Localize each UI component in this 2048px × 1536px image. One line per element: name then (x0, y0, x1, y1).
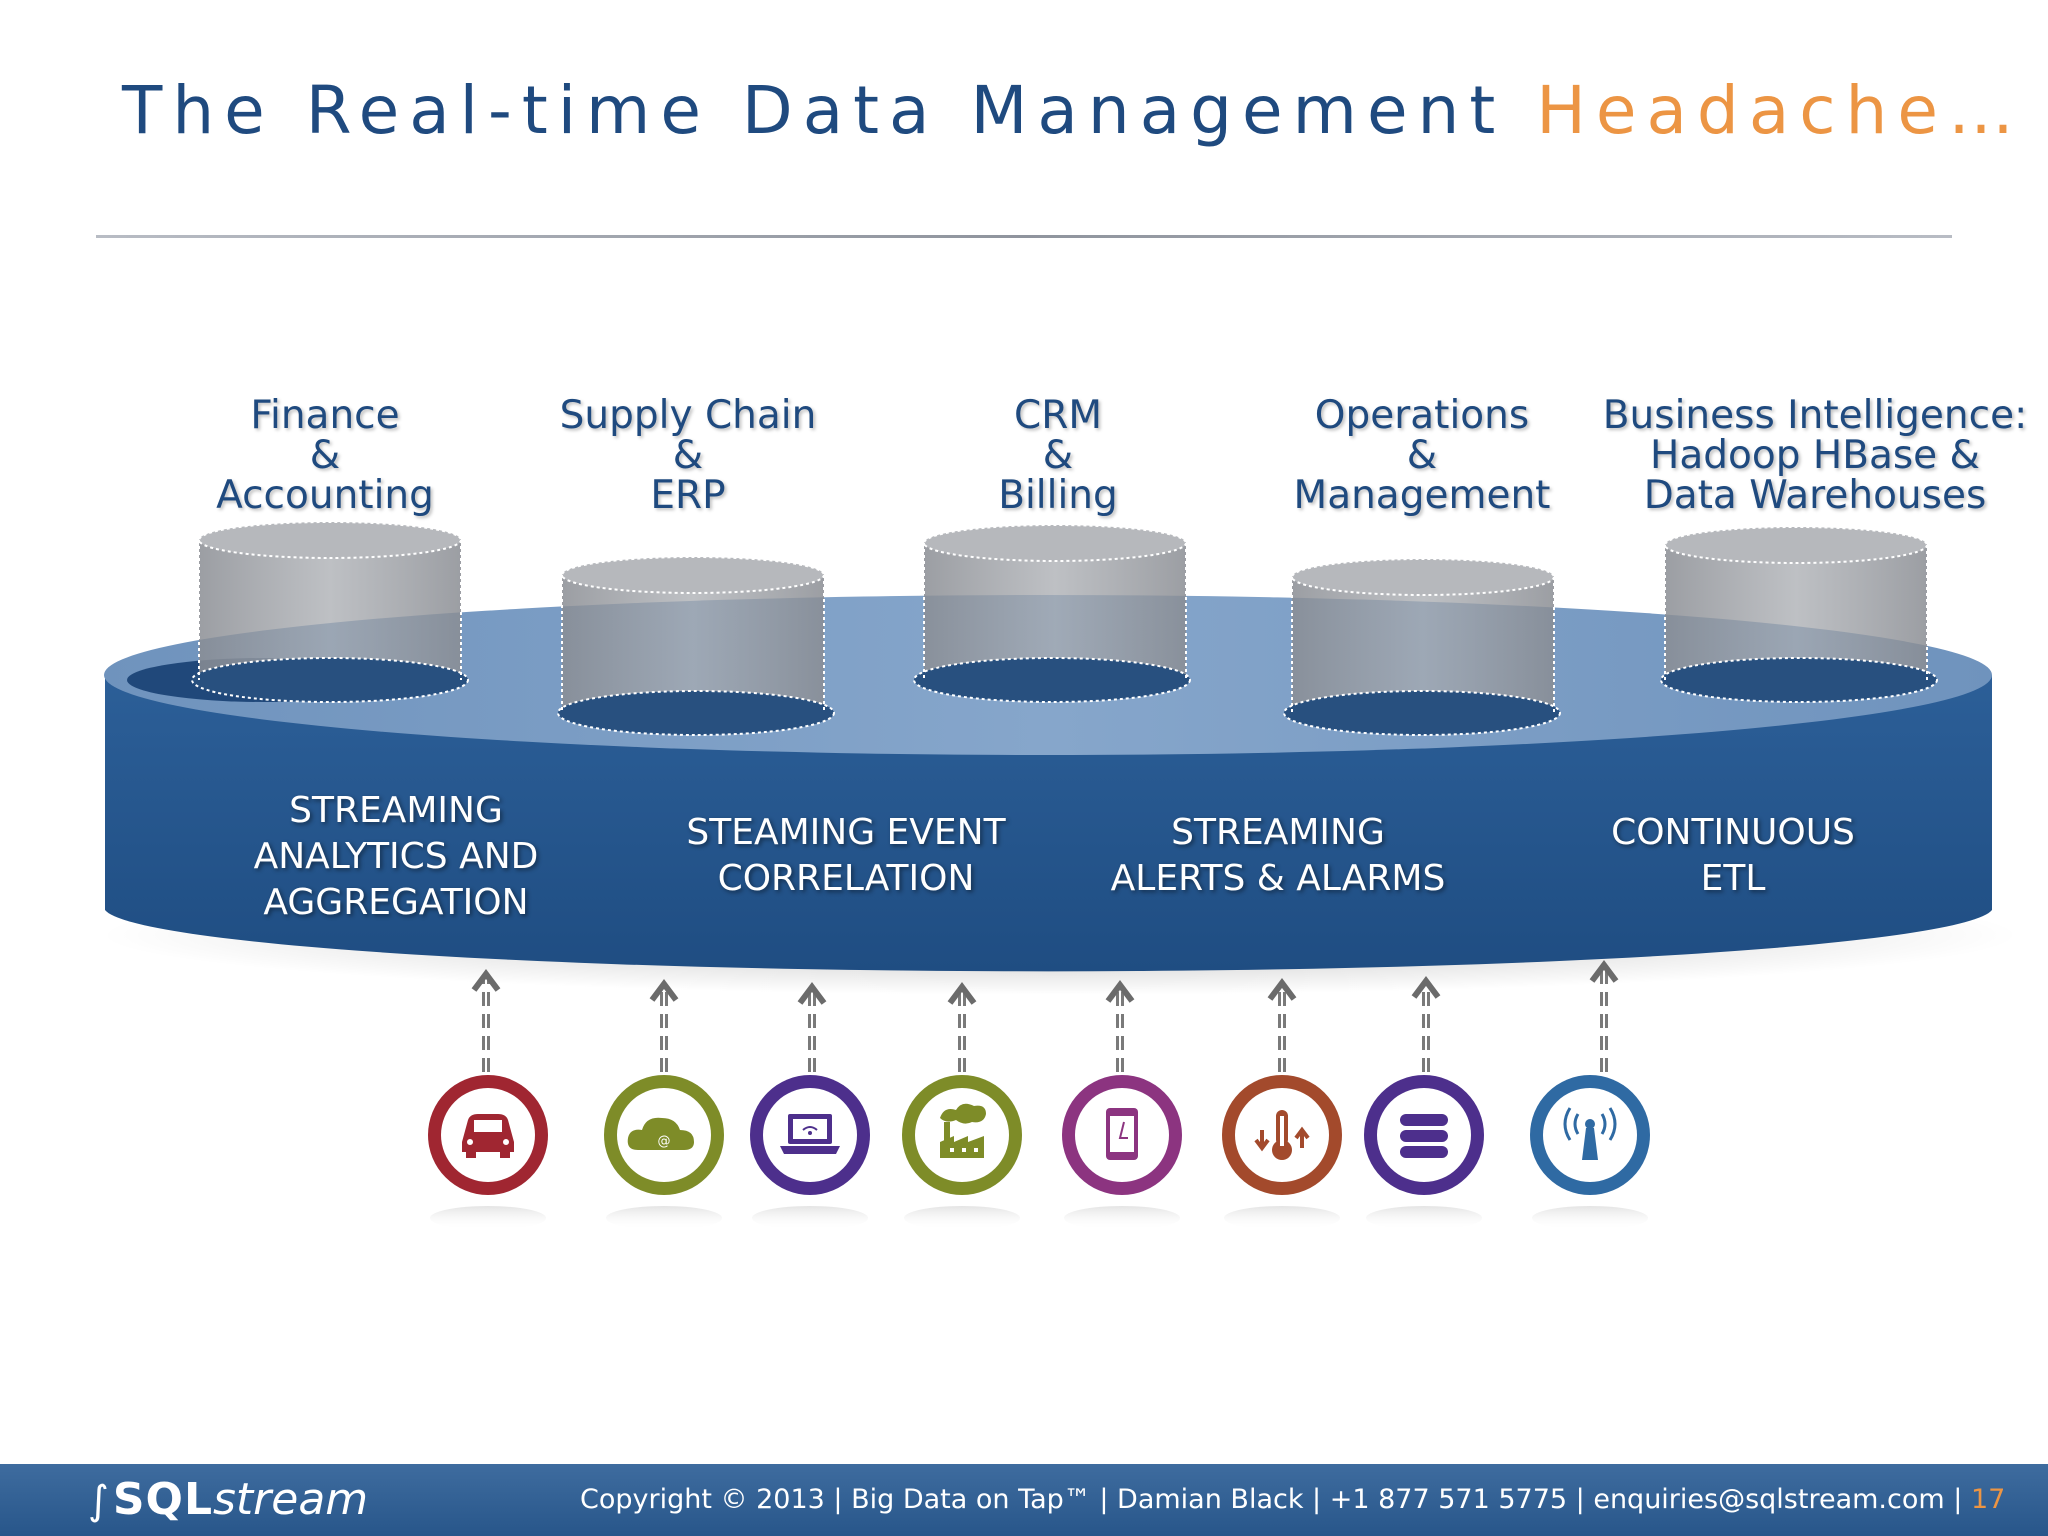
source-arrows (471, 960, 1619, 1072)
database-cylinders (127, 521, 1938, 736)
smartphone-icon (1062, 1075, 1182, 1230)
sqlstream-logo: ∫SQLstream (88, 1474, 369, 1525)
db-label-supply-chain: Supply Chain & ERP (559, 393, 817, 518)
thermometer-icon (1222, 1075, 1342, 1230)
source-icons: @ (428, 1075, 1650, 1230)
function-streaming-analytics: STREAMING ANALYTICS AND AGGREGATION (253, 790, 539, 923)
antenna-icon (1530, 1075, 1650, 1230)
slide-title: The Real-time Data Management Headache… (122, 72, 2024, 149)
function-event-correlation: STEAMING EVENT CORRELATION (686, 812, 1006, 899)
arrow-laptop (797, 982, 827, 1072)
arrow-cloud (649, 979, 679, 1072)
database-stack-icon (1364, 1075, 1484, 1230)
footer-bar: ∫SQLstream Copyright © 2013 | Big Data o… (0, 1464, 2048, 1536)
factory-icon (902, 1075, 1022, 1230)
car-icon (428, 1075, 548, 1230)
db-label-finance: Finance & Accounting (216, 393, 434, 518)
platform-side (105, 675, 1992, 972)
laptop-wifi-icon (750, 1075, 870, 1230)
db-label-business-intelligence: Business Intelligence: Hadoop HBase & Da… (1602, 393, 2028, 518)
footer-copyright: Copyright © 2013 | Big Data on Tap™ | Da… (580, 1484, 1963, 1515)
footer-text: Copyright © 2013 | Big Data on Tap™ | Da… (580, 1484, 2005, 1515)
title-divider (96, 235, 1952, 238)
database-cylinder-operations (1283, 558, 1561, 736)
title-accent: Headache… (1536, 72, 2024, 149)
db-label-crm: CRM & Billing (998, 393, 1118, 518)
cloud-email-icon: @ (604, 1075, 724, 1230)
database-cylinder-crm (913, 524, 1191, 703)
title-main: The Real-time Data Management (122, 72, 1506, 149)
function-continuous-etl: CONTINUOUS ETL (1611, 812, 1855, 899)
page-number: 17 (1970, 1484, 2006, 1515)
db-label-operations: Operations & Management (1293, 393, 1551, 518)
arrow-thermometer (1267, 978, 1297, 1072)
database-cylinder-finance (127, 521, 469, 703)
database-cylinder-supply-chain (557, 556, 835, 736)
database-cylinder-bi (1660, 526, 1938, 703)
arrow-car (471, 969, 501, 1072)
logo-swirl-icon: ∫ (88, 1478, 109, 1524)
function-alerts-alarms: STREAMING ALERTS & ALARMS (1110, 812, 1446, 899)
arrow-database (1411, 976, 1441, 1072)
svg-text:@: @ (658, 1134, 671, 1149)
arrow-phone (1105, 980, 1135, 1072)
arrow-factory (947, 982, 977, 1072)
arrow-antenna (1589, 960, 1619, 1072)
